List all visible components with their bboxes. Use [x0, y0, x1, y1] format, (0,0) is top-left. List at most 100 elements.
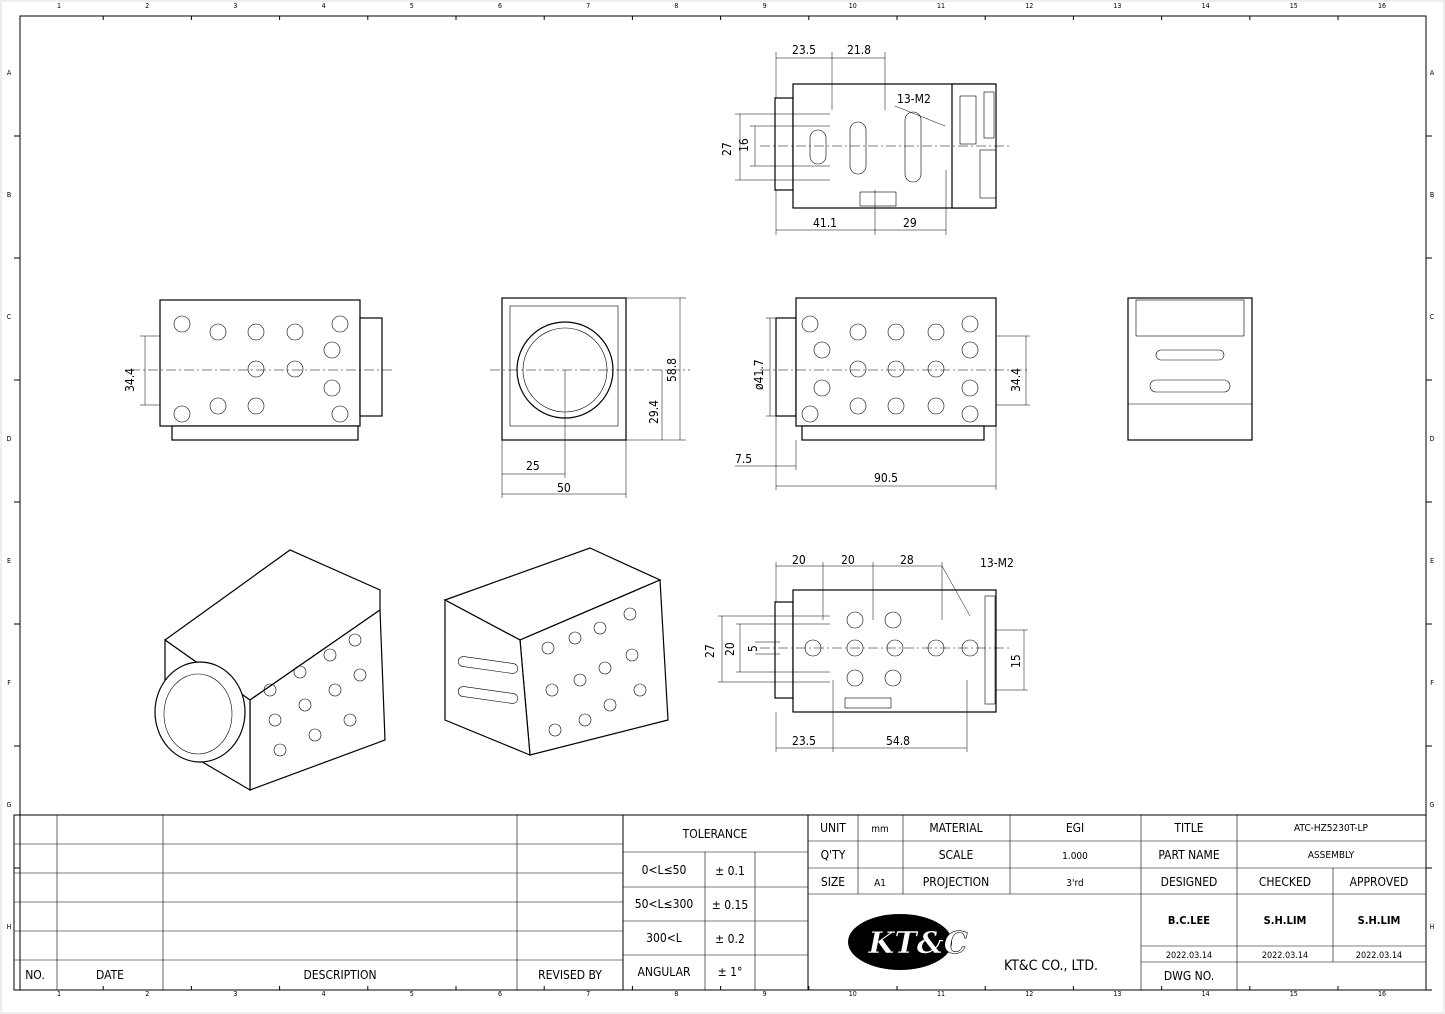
- zone-row-label: A: [7, 69, 12, 77]
- checked-date: 2022.03.14: [1262, 951, 1308, 961]
- zone-column-label: 9: [763, 990, 767, 998]
- zone-column-label: 8: [674, 990, 678, 998]
- dim-bottom-20-h: 20: [723, 642, 737, 656]
- mounting-hole: [598, 661, 612, 675]
- unit-value: mm: [871, 824, 889, 835]
- zone-row-label: G: [1430, 801, 1435, 809]
- zone-markers: 1122334455667788991010111112121313141415…: [7, 2, 1435, 998]
- mounting-hole: [961, 341, 979, 359]
- mounting-hole: [247, 323, 265, 341]
- left-side-view: 34.4: [123, 299, 395, 441]
- zone-column-label: 9: [763, 2, 767, 10]
- zone-column-label: 2: [145, 990, 149, 998]
- header-description: DESCRIPTION: [303, 968, 376, 982]
- tolerance-range: 0<L≤50: [642, 863, 687, 877]
- size-label: SIZE: [821, 875, 845, 889]
- mounting-hole: [884, 669, 902, 687]
- zone-column-label: 3: [233, 2, 237, 10]
- mounting-hole: [813, 341, 831, 359]
- mounting-hole: [846, 669, 864, 687]
- approved-by: S.H.LIM: [1358, 914, 1401, 927]
- top-view: 23.5 21.8 13-M2 41.1 29 27 16: [720, 43, 1010, 235]
- dim-bottom-5: 5: [746, 645, 760, 652]
- zone-row-label: E: [1430, 557, 1434, 565]
- zone-column-label: 11: [937, 2, 945, 10]
- zone-row-label: H: [1430, 923, 1435, 931]
- dim-top-16: 16: [737, 138, 751, 152]
- mounting-hole: [323, 379, 341, 397]
- material-label: MATERIAL: [929, 821, 982, 835]
- mounting-hole: [353, 668, 367, 682]
- zone-column-label: 15: [1290, 990, 1298, 998]
- mounting-hole: [927, 323, 945, 341]
- designed-date: 2022.03.14: [1166, 951, 1212, 961]
- company-logo-text: KT&C: [867, 926, 967, 961]
- mounting-hole: [887, 323, 905, 341]
- zone-column-label: 14: [1202, 2, 1210, 10]
- dim-right-dia: ø41.7: [752, 359, 766, 390]
- mounting-hole: [927, 360, 945, 378]
- header-date: DATE: [96, 968, 124, 982]
- mounting-hole: [887, 360, 905, 378]
- part-name-value: ASSEMBLY: [1308, 850, 1355, 861]
- isometric-view-front: [154, 549, 386, 792]
- zone-column-label: 10: [849, 990, 857, 998]
- material-value: EGI: [1066, 821, 1084, 835]
- size-value: A1: [874, 878, 886, 889]
- mounting-hole: [209, 323, 227, 341]
- company-name: KT&C CO., LTD.: [1004, 958, 1098, 974]
- mounting-hole: [578, 713, 592, 727]
- mounting-hole: [849, 397, 867, 415]
- zone-column-label: 5: [410, 2, 414, 10]
- tolerance-range: 50<L≤300: [635, 897, 694, 911]
- mounting-hole: [573, 673, 587, 687]
- zone-column-label: 5: [410, 990, 414, 998]
- zone-column-label: 6: [498, 2, 502, 10]
- zone-column-label: 13: [1113, 2, 1121, 10]
- zone-column-label: 4: [322, 2, 326, 10]
- zone-column-label: 16: [1378, 2, 1386, 10]
- zone-row-label: B: [7, 191, 11, 199]
- dim-top-23-5: 23.5: [792, 43, 816, 57]
- mounting-hole: [173, 315, 191, 333]
- designed-label: DESIGNED: [1161, 875, 1218, 889]
- zone-row-label: C: [7, 313, 12, 321]
- mounting-hole: [849, 360, 867, 378]
- zone-row-label: B: [1430, 191, 1434, 199]
- zone-row-label: C: [1430, 313, 1435, 321]
- bottom-view: 20 20 28 13-M2 23.5 54.8 27 20 5 15: [703, 553, 1028, 752]
- mounting-hole: [927, 397, 945, 415]
- dim-top-holes: 13-M2: [897, 92, 931, 106]
- title-value: ATC-HZ5230T-LP: [1294, 823, 1368, 834]
- header-no: NO.: [25, 968, 45, 982]
- zone-column-label: 7: [586, 2, 590, 10]
- zone-row-label: G: [7, 801, 12, 809]
- dim-front-50: 50: [557, 481, 571, 495]
- dwg-no-label: DWG NO.: [1164, 969, 1214, 983]
- dim-bottom-holes: 13-M2: [980, 556, 1014, 570]
- tolerance-value: ± 0.1: [715, 864, 745, 878]
- mounting-hole: [343, 713, 357, 727]
- isometric-view-rear: [443, 547, 669, 756]
- mounting-hole: [173, 405, 191, 423]
- zone-column-label: 2: [145, 2, 149, 10]
- zone-column-label: 12: [1025, 990, 1033, 998]
- mounting-hole: [548, 723, 562, 737]
- approved-label: APPROVED: [1350, 875, 1409, 889]
- mounting-hole: [633, 683, 647, 697]
- dim-top-29: 29: [903, 216, 917, 230]
- zone-column-label: 4: [322, 990, 326, 998]
- zone-column-label: 15: [1290, 2, 1298, 10]
- dim-bottom-27: 27: [703, 644, 717, 658]
- zone-column-label: 12: [1025, 2, 1033, 10]
- mounting-hole: [545, 683, 559, 697]
- tolerance-title: TOLERANCE: [682, 827, 748, 841]
- zone-row-label: A: [1430, 69, 1435, 77]
- dim-bottom-20-a: 20: [792, 553, 806, 567]
- mounting-hole: [623, 607, 637, 621]
- dim-bottom-15: 15: [1009, 654, 1023, 668]
- mounting-hole: [247, 360, 265, 378]
- mounting-hole: [268, 713, 282, 727]
- mounting-hole: [801, 315, 819, 333]
